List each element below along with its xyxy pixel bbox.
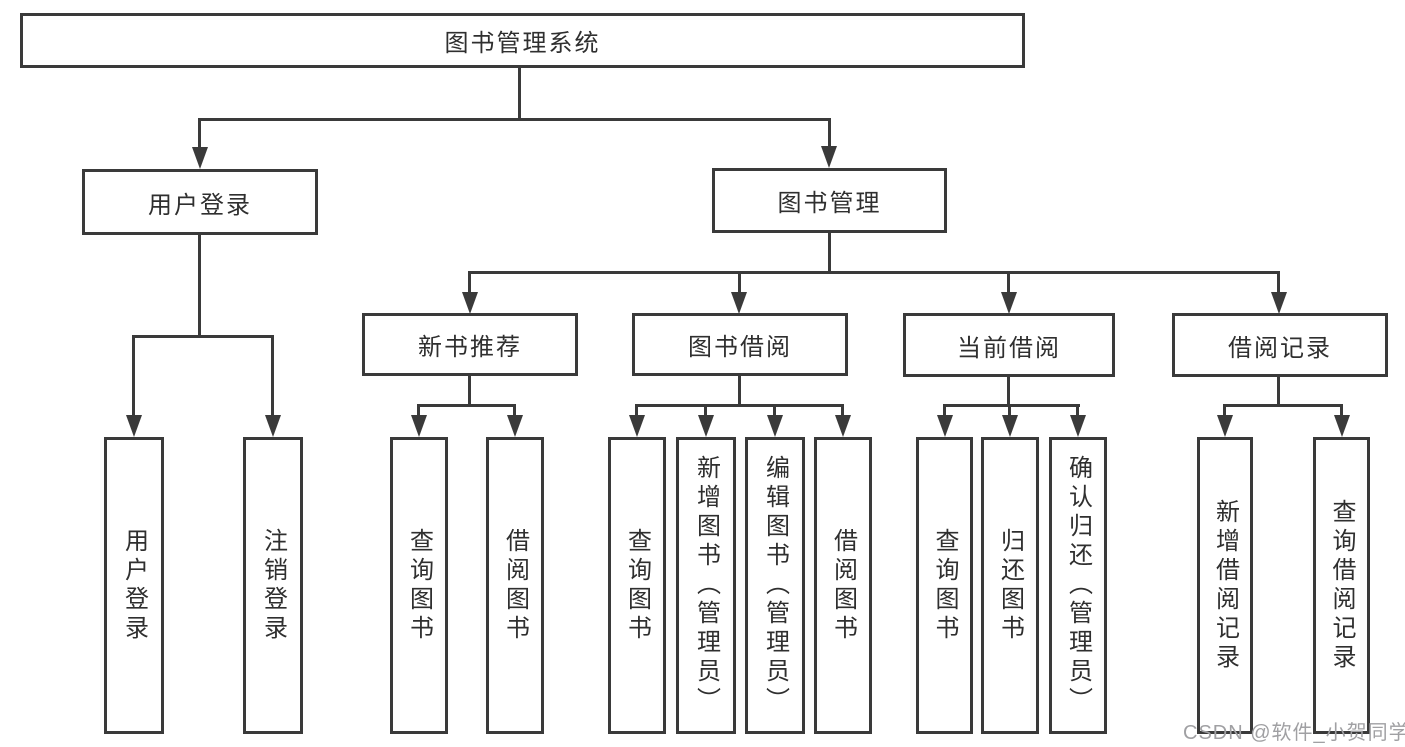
arrow-down-icon <box>937 415 953 437</box>
arrow-down-icon <box>1217 415 1233 437</box>
connector-hline <box>1223 404 1343 407</box>
arrow-down-icon <box>1001 292 1017 314</box>
leaf-bb-borrow-book: 借阅图书 <box>814 437 872 734</box>
connector-hline <box>943 404 1080 407</box>
leaf-logout: 注销登录 <box>243 437 303 734</box>
connector-hline <box>417 404 516 407</box>
connector-vline <box>1007 271 1010 294</box>
connector-vline <box>1277 271 1280 294</box>
node-borrowing-records: 借阅记录 <box>1172 313 1388 377</box>
connector-vline <box>1223 404 1226 417</box>
leaf-bb-query-book: 查询图书 <box>608 437 666 734</box>
connector-vline <box>635 404 638 417</box>
node-root: 图书管理系统 <box>20 13 1025 68</box>
arrow-down-icon <box>1334 415 1350 437</box>
connector-hline <box>132 335 274 338</box>
connector-vline <box>198 233 201 337</box>
connector-vline <box>828 231 831 273</box>
connector-vline <box>132 335 135 416</box>
leaf-cb-confirm-return-admin: 确认归还（管理员） <box>1049 437 1107 734</box>
connector-hline <box>198 118 831 121</box>
node-book-management-branch: 图书管理 <box>712 168 947 233</box>
leaf-br-query-record: 查询借阅记录 <box>1313 437 1370 734</box>
node-user-login-branch: 用户登录 <box>82 169 318 235</box>
arrow-down-icon <box>126 415 142 437</box>
connector-vline <box>468 271 471 294</box>
arrow-down-icon <box>629 415 645 437</box>
connector-vline <box>828 118 831 148</box>
connector-vline <box>841 404 844 417</box>
connector-vline <box>738 374 741 407</box>
connector-vline <box>704 404 707 417</box>
arrow-down-icon <box>835 415 851 437</box>
connector-vline <box>1340 404 1343 417</box>
arrow-down-icon <box>411 415 427 437</box>
arrow-down-icon <box>265 415 281 437</box>
arrow-down-icon <box>1271 292 1287 314</box>
connector-vline <box>1277 374 1280 407</box>
csdn-watermark: CSDN @软件_小贺同学 <box>1183 722 1405 744</box>
connector-vline <box>198 118 201 149</box>
arrow-down-icon <box>507 415 523 437</box>
connector-vline <box>943 404 946 417</box>
connector-vline <box>1007 374 1010 407</box>
leaf-cb-query-book: 查询图书 <box>916 437 973 734</box>
arrow-down-icon <box>1002 415 1018 437</box>
node-current-borrowing: 当前借阅 <box>903 313 1115 377</box>
leaf-cb-return-book: 归还图书 <box>981 437 1039 734</box>
leaf-user-login: 用户登录 <box>104 437 164 734</box>
connector-vline <box>518 66 521 121</box>
arrow-down-icon <box>1070 415 1086 437</box>
arrow-down-icon <box>192 147 208 169</box>
node-book-borrowing: 图书借阅 <box>632 313 848 376</box>
leaf-bb-add-book-admin: 新增图书（管理员） <box>676 437 736 734</box>
arrow-down-icon <box>462 292 478 314</box>
connector-vline <box>271 335 274 416</box>
arrow-down-icon <box>821 146 837 168</box>
leaf-br-add-record: 新增借阅记录 <box>1197 437 1253 734</box>
arrow-down-icon <box>767 415 783 437</box>
connector-vline <box>1076 404 1079 417</box>
connector-vline <box>468 374 471 407</box>
leaf-bb-edit-book-admin: 编辑图书（管理员） <box>745 437 805 734</box>
connector-vline <box>738 271 741 294</box>
node-new-book-recommend: 新书推荐 <box>362 313 578 376</box>
arrow-down-icon <box>698 415 714 437</box>
connector-vline <box>417 404 420 417</box>
connector-hline <box>635 404 844 407</box>
arrow-down-icon <box>731 292 747 314</box>
connector-vline <box>773 404 776 417</box>
connector-vline <box>513 404 516 417</box>
leaf-nbr-borrow-book: 借阅图书 <box>486 437 544 734</box>
leaf-nbr-query-book: 查询图书 <box>390 437 448 734</box>
connector-hline <box>468 271 1279 274</box>
connector-vline <box>1008 404 1011 417</box>
